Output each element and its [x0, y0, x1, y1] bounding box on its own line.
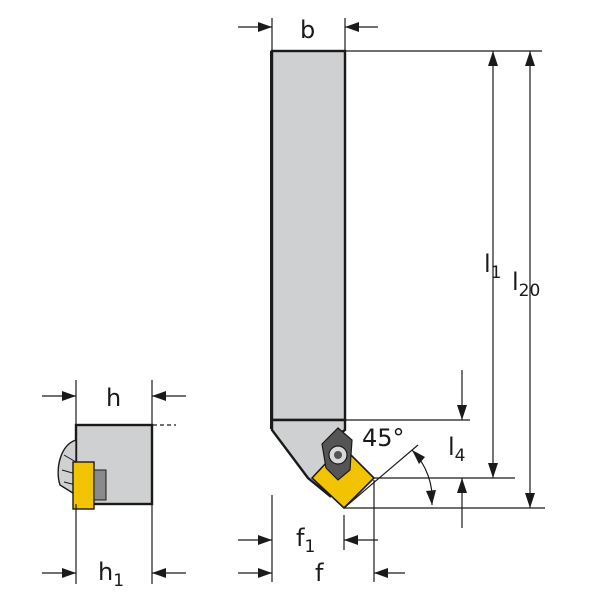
label-l20: l20	[512, 268, 540, 301]
label-f1: f1	[296, 524, 315, 557]
shank-body	[270, 49, 347, 422]
label-l4: l4	[448, 433, 466, 466]
label-l1: l1	[484, 250, 502, 283]
label-b: b	[300, 16, 315, 44]
label-h1: h1	[98, 558, 124, 591]
dimension-l1: l1	[345, 50, 542, 478]
tool-shank	[270, 49, 347, 498]
shank-edge-strip	[270, 51, 273, 429]
label-h: h	[106, 384, 121, 412]
end-view-insert	[72, 461, 95, 510]
dimension-l20: l20	[512, 51, 540, 508]
end-view	[57, 423, 176, 510]
label-f: f	[315, 559, 324, 587]
dimension-b: b	[238, 16, 378, 50]
label-angle: 45°	[362, 424, 405, 452]
dimension-f: f	[238, 480, 405, 587]
dimension-f1: f1	[238, 495, 378, 582]
dimension-h: h	[42, 380, 186, 425]
insert-clamp	[321, 427, 353, 481]
end-view-clamp	[57, 439, 77, 497]
dimension-h1: h1	[42, 504, 186, 591]
dimension-l4: l4	[448, 370, 467, 528]
angle-indicator: 45°	[343, 424, 436, 509]
